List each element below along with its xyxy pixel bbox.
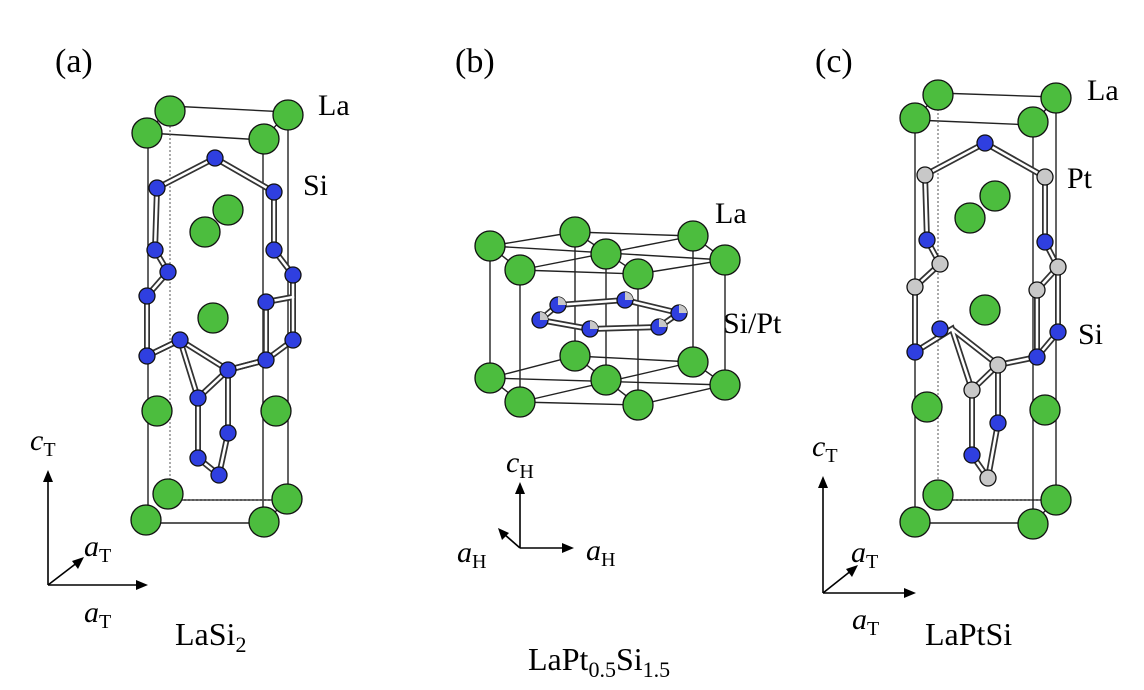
panel-c: (c) La Pt Si (812, 43, 1119, 652)
axes-c (818, 476, 916, 598)
panel-a: (a) La Si (30, 43, 350, 657)
element-label-si-pt: Si/Pt (723, 307, 782, 340)
axis-label-c: cH (506, 446, 534, 483)
la-atom (212, 194, 244, 226)
axis-label-c: cT (812, 430, 838, 467)
la-atom (248, 123, 280, 155)
axis-label-a-horizontal: aT (84, 596, 111, 633)
element-label-si: Si (1078, 318, 1103, 351)
panel-label-a: (a) (55, 43, 93, 80)
axis-label-a-horizontal: aT (852, 603, 879, 640)
panel-label-c: (c) (815, 43, 853, 80)
element-label-la: La (1087, 74, 1119, 107)
axes-b (498, 482, 574, 553)
element-label-la: La (318, 89, 350, 122)
la-atom (131, 117, 163, 149)
la-atom (154, 95, 186, 127)
la-atom (248, 506, 280, 538)
formula-a: LaSi2 (175, 616, 246, 657)
la-atom (189, 216, 221, 248)
la-atom (141, 395, 173, 427)
axis-label-a-diag: aT (851, 536, 878, 573)
axis-label-c: cT (30, 424, 56, 461)
element-label-si: Si (303, 169, 328, 202)
la-atom (271, 483, 303, 515)
axes-a (43, 470, 148, 590)
si-pt-atoms-b (531, 291, 688, 338)
axis-label-a-diag: aH (457, 536, 486, 573)
la-atoms-a (130, 95, 304, 538)
axis-label-a-diag: aT (84, 530, 111, 567)
element-label-la: La (715, 197, 747, 230)
axis-label-a-horizontal: aH (586, 534, 615, 571)
la-atoms-c (899, 79, 1072, 540)
si-atoms-a (138, 149, 302, 484)
la-atom (272, 99, 304, 131)
formula-c: LaPtSi (925, 616, 1012, 652)
la-atom (152, 478, 184, 510)
element-label-pt: Pt (1067, 162, 1093, 195)
la-atom (130, 504, 162, 536)
la-atom (197, 302, 229, 334)
panel-b: (b) La Si/Pt (455, 43, 782, 682)
panel-label-b: (b) (455, 43, 495, 80)
formula-b: LaPt0.5Si1.5 (528, 641, 670, 682)
si-atoms-c (906, 134, 1067, 464)
pt-atoms-c (906, 166, 1067, 487)
la-atoms-b (474, 216, 741, 421)
la-atom (260, 395, 292, 427)
